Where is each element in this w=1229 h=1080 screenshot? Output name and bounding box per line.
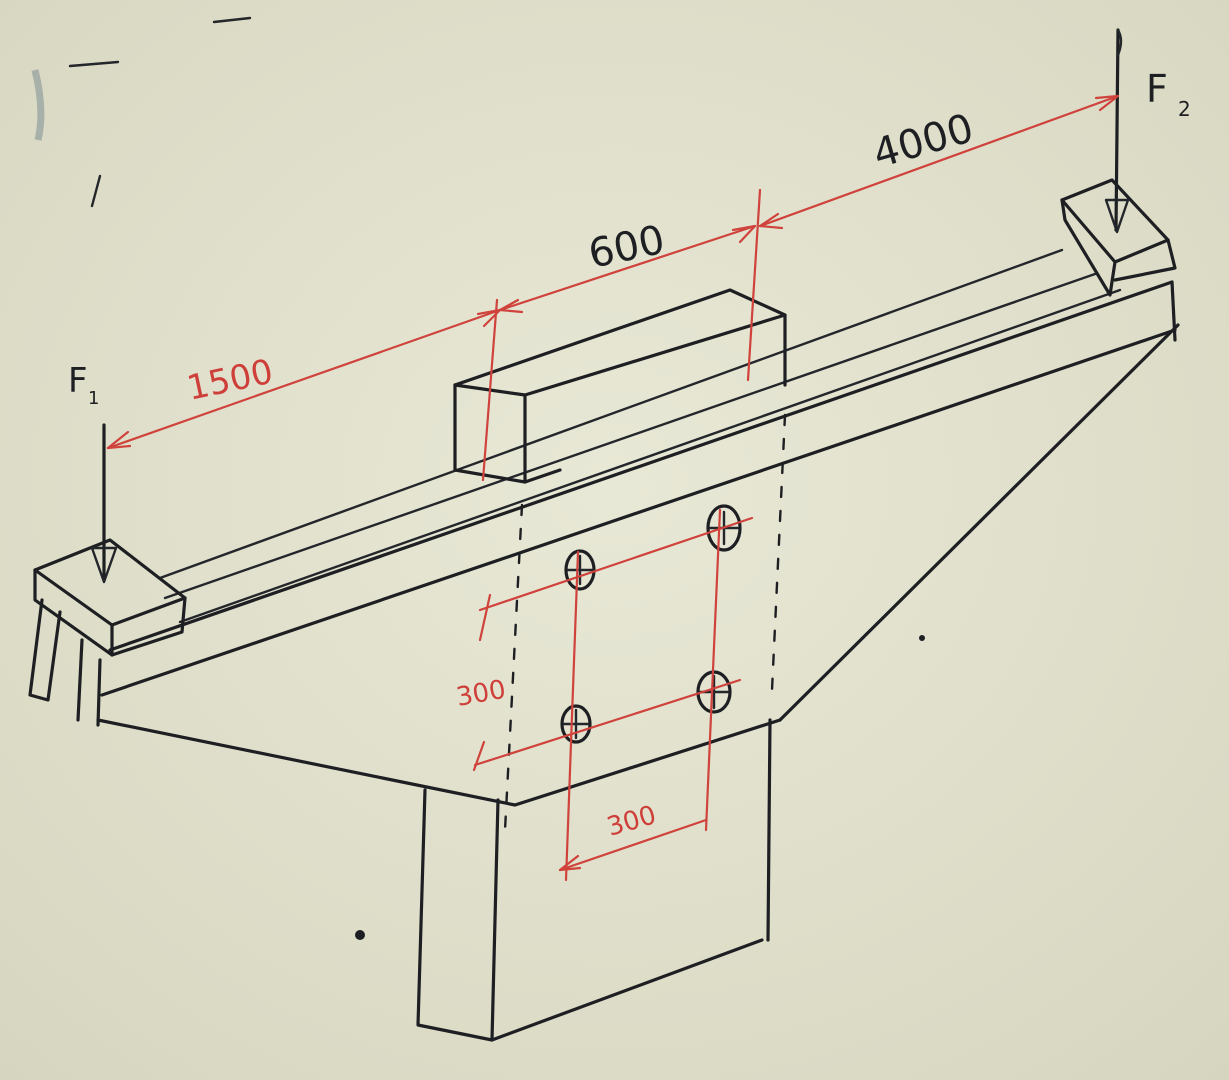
f1-letter: F xyxy=(68,361,88,401)
load-arrow-f2 xyxy=(1104,28,1130,234)
board-smudges xyxy=(31,16,925,940)
center-bearing-block xyxy=(453,288,787,484)
f1-subscript: 1 xyxy=(88,388,99,409)
bolt-top-left xyxy=(564,549,596,591)
load-arrow-f1 xyxy=(90,423,118,584)
dimension-4000-line xyxy=(758,94,1120,230)
bolt-grid-lines xyxy=(472,508,754,882)
dimension-600-line xyxy=(481,188,762,482)
left-bearing-block xyxy=(28,538,187,722)
dimension-300-horizontal-line xyxy=(558,818,708,872)
f2-subscript: 2 xyxy=(1178,97,1191,121)
right-bearing-block xyxy=(1060,178,1177,297)
bolt-group xyxy=(560,504,742,744)
force-label-f2: F 2 xyxy=(1146,67,1191,121)
force-label-f1: F 1 xyxy=(68,361,99,409)
f2-letter: F xyxy=(1146,67,1168,111)
corbel-structure xyxy=(96,248,1180,1042)
